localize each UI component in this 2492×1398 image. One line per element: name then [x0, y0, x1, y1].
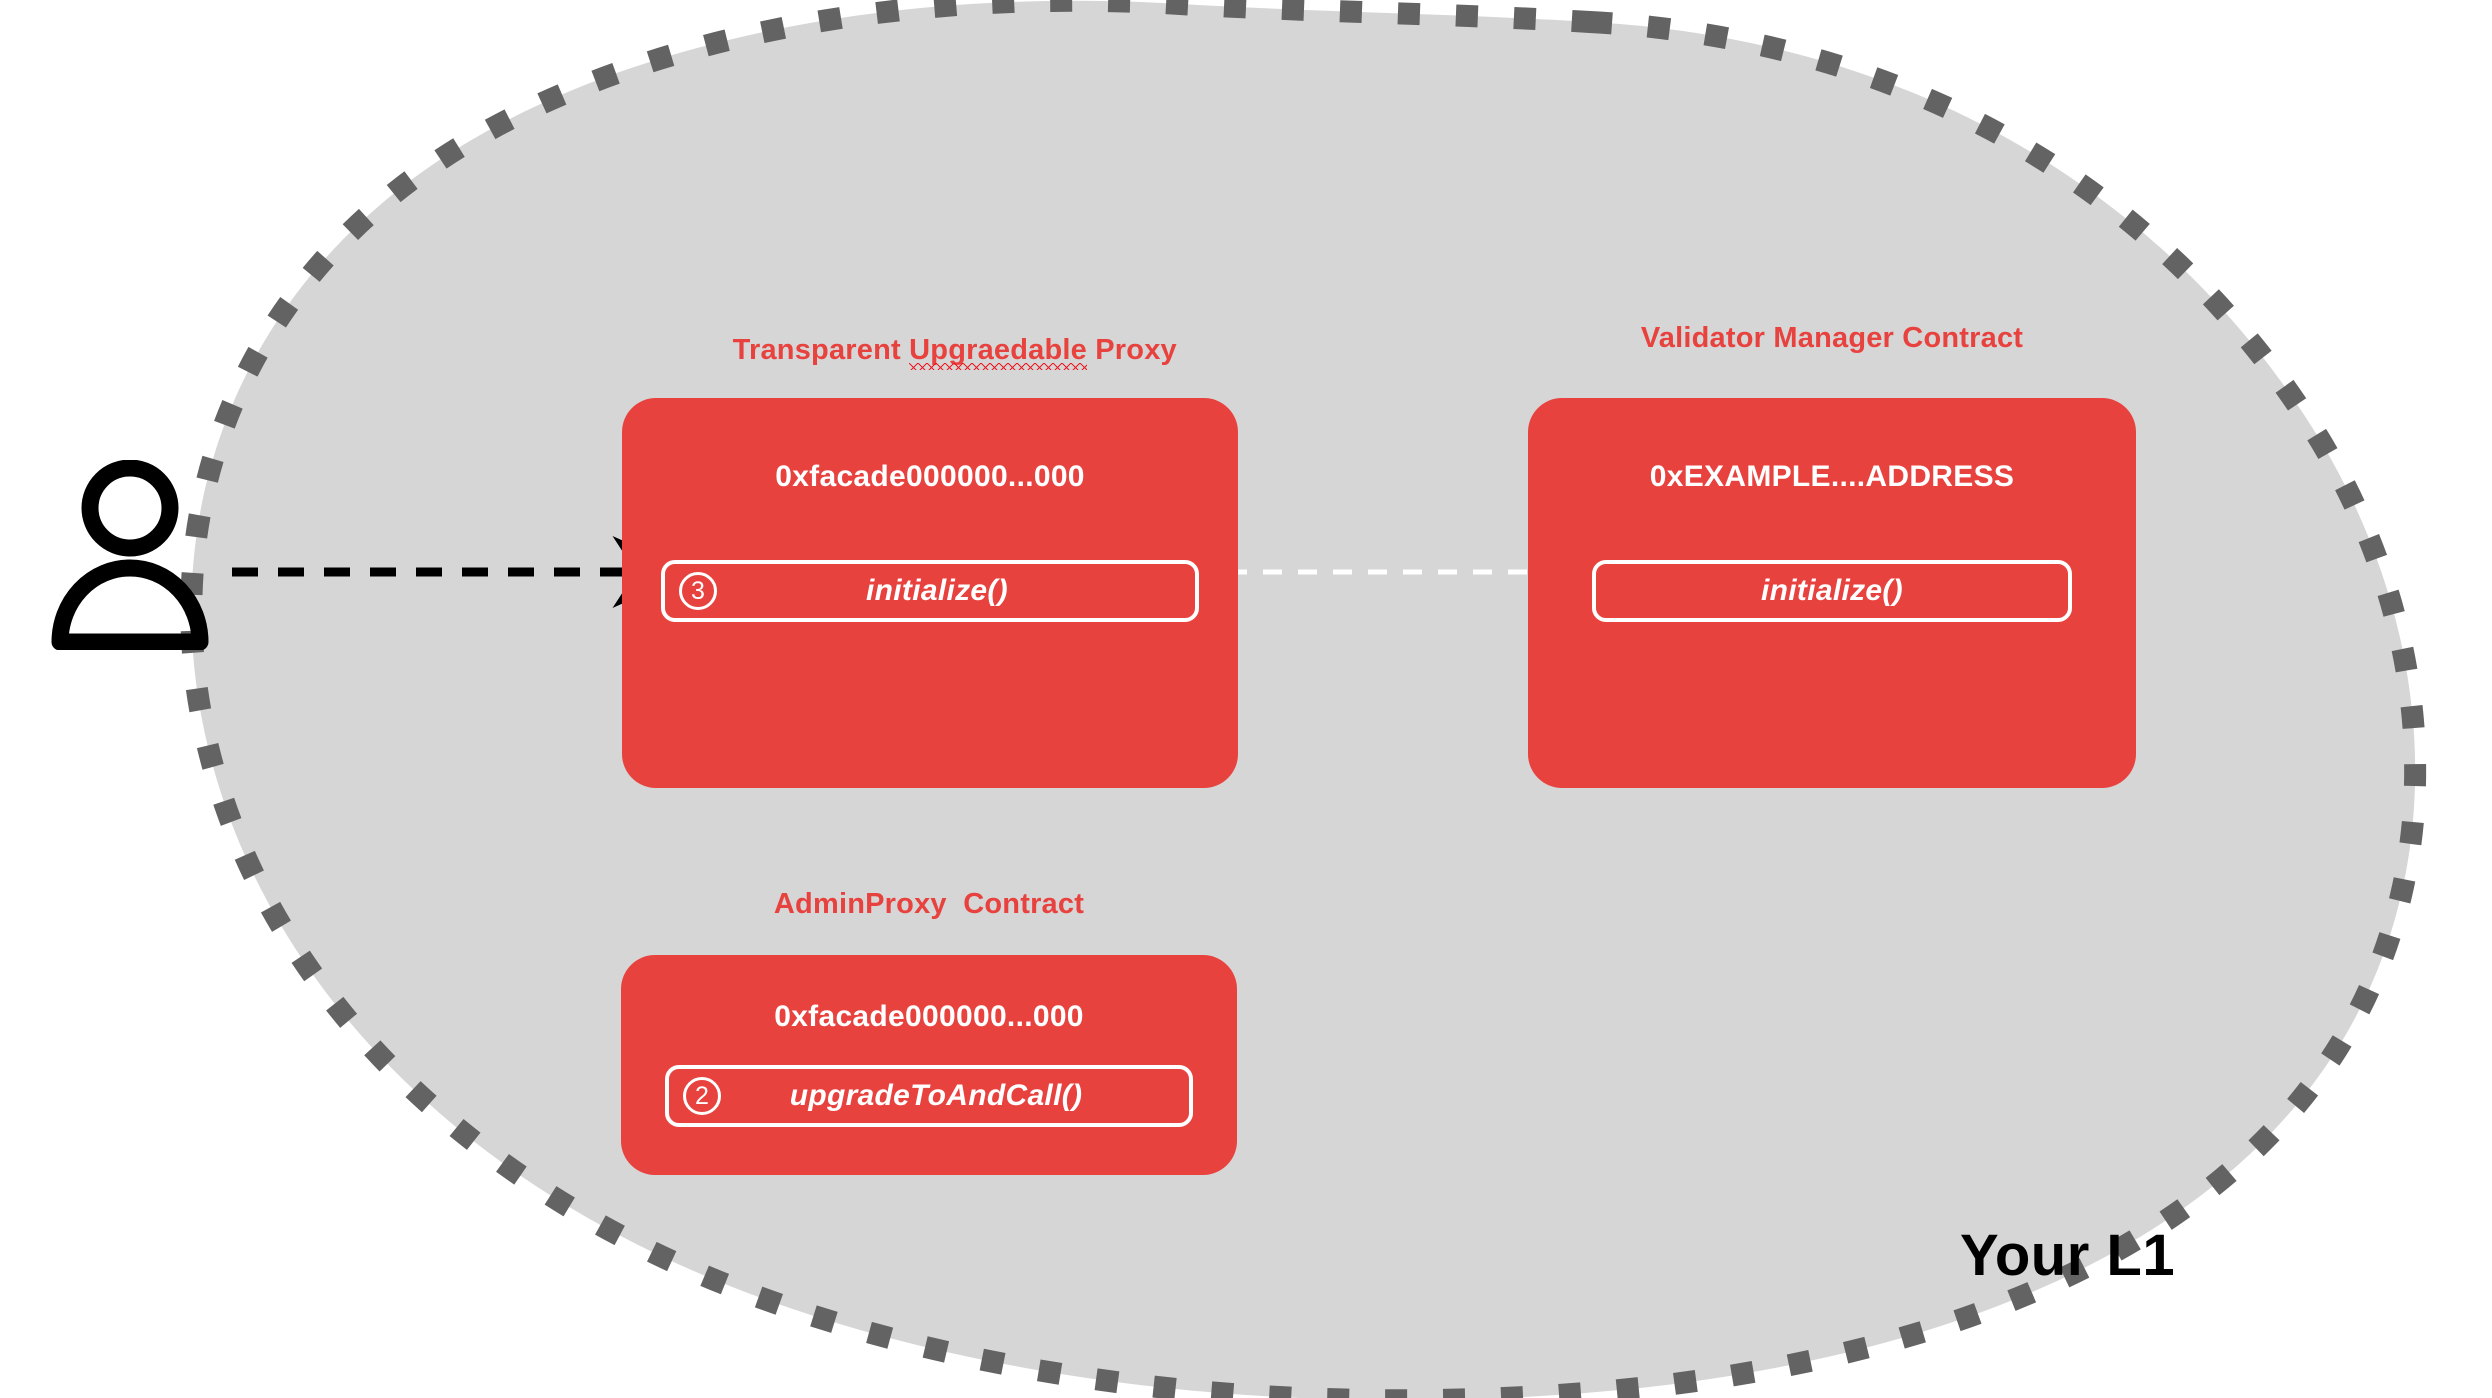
step-badge-3: 3: [679, 572, 717, 610]
contract-address-admin-proxy: 0xfacade000000...000: [774, 1000, 1084, 1033]
method-label-initialize: initialize(): [1761, 574, 1903, 607]
contract-box-admin-proxy[interactable]: 0xfacade000000...000 2 upgradeToAndCall(…: [621, 955, 1237, 1175]
contract-address-validator-manager: 0xEXAMPLE....ADDRESS: [1649, 460, 2015, 493]
title-suffix: Proxy: [1087, 333, 1177, 366]
title-misspelled-word: Upgraedable: [909, 333, 1087, 370]
contract-admin-proxy[interactable]: AdminProxy Contract 0xfacade000000...000…: [621, 888, 1237, 1176]
method-upgrade-to-and-call[interactable]: 2 upgradeToAndCall(): [665, 1065, 1193, 1127]
title-prefix: Transparent: [732, 333, 910, 366]
contract-title-admin-proxy: AdminProxy Contract: [773, 888, 1085, 920]
contract-box-transparent-upgradeable-proxy[interactable]: 0xfacade000000...000 3 initialize(): [622, 398, 1238, 788]
contract-transparent-upgradeable-proxy[interactable]: Transparent Upgraedable Proxy Contract (…: [622, 300, 1238, 790]
method-label-initialize: initialize(): [866, 574, 1008, 607]
contract-title-validator-manager: Validator Manager Contract: [1640, 322, 2024, 354]
contract-box-validator-manager[interactable]: 0xEXAMPLE....ADDRESS initialize(): [1528, 398, 2136, 788]
contract-address-transparent-upgradeable-proxy: 0xfacade000000...000: [775, 460, 1085, 493]
method-initialize-proxy[interactable]: 3 initialize(): [661, 560, 1199, 622]
step-badge-2: 2: [683, 1077, 721, 1115]
method-label-upgrade-to-and-call: upgradeToAndCall(): [789, 1079, 1083, 1112]
contract-validator-manager[interactable]: Validator Manager Contract 0xEXAMPLE....…: [1528, 322, 2136, 788]
zone-label-your-l1: Your L1: [1960, 1223, 2176, 1288]
method-initialize-validator[interactable]: initialize(): [1592, 560, 2072, 622]
person-icon: [51, 460, 209, 650]
